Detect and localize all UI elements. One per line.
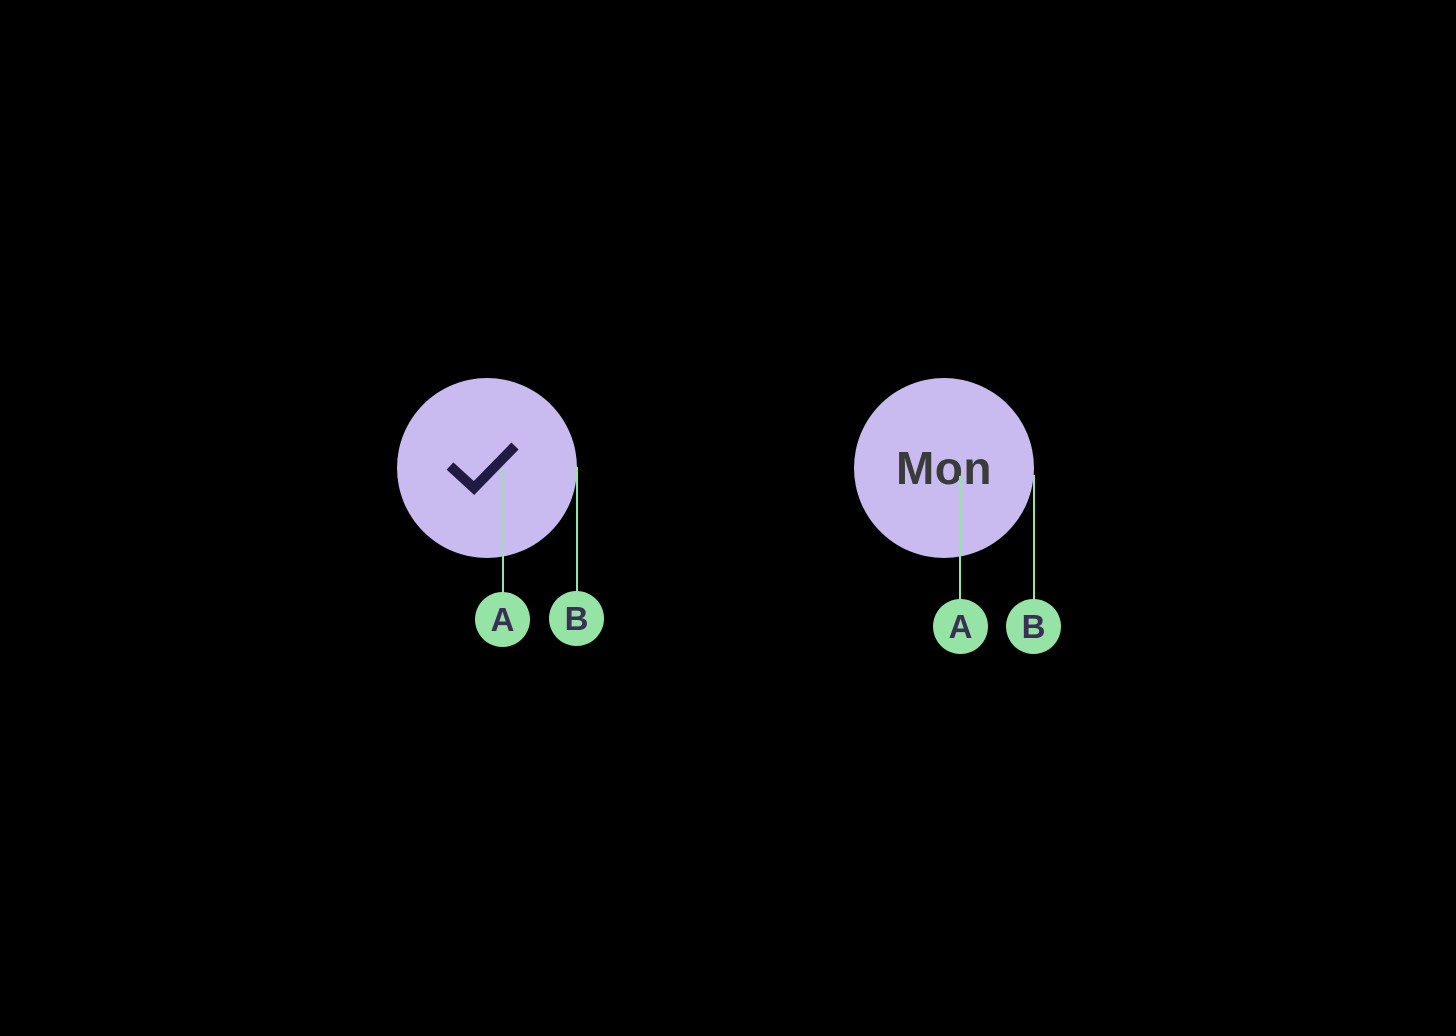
annotation-marker-b-label: B: [564, 599, 589, 637]
annotation-marker-a-label: A: [948, 607, 973, 645]
annotation-marker-b: B: [1006, 599, 1061, 654]
day-circle-mon[interactable]: Mon: [854, 378, 1034, 558]
day-label: Mon: [895, 442, 992, 494]
annotation-connector-b: [1033, 475, 1035, 600]
annotation-marker-b-label: B: [1021, 607, 1046, 645]
day-circle-checked[interactable]: [397, 378, 577, 558]
annotation-connector-b: [576, 467, 578, 592]
check-icon: [446, 442, 519, 495]
annotation-marker-a-label: A: [490, 600, 515, 638]
annotation-connector-a: [959, 476, 961, 600]
annotation-connector-a: [502, 467, 504, 593]
annotation-marker-a: A: [475, 592, 530, 647]
annotation-marker-b: B: [549, 591, 604, 646]
annotation-marker-a: A: [933, 599, 988, 654]
